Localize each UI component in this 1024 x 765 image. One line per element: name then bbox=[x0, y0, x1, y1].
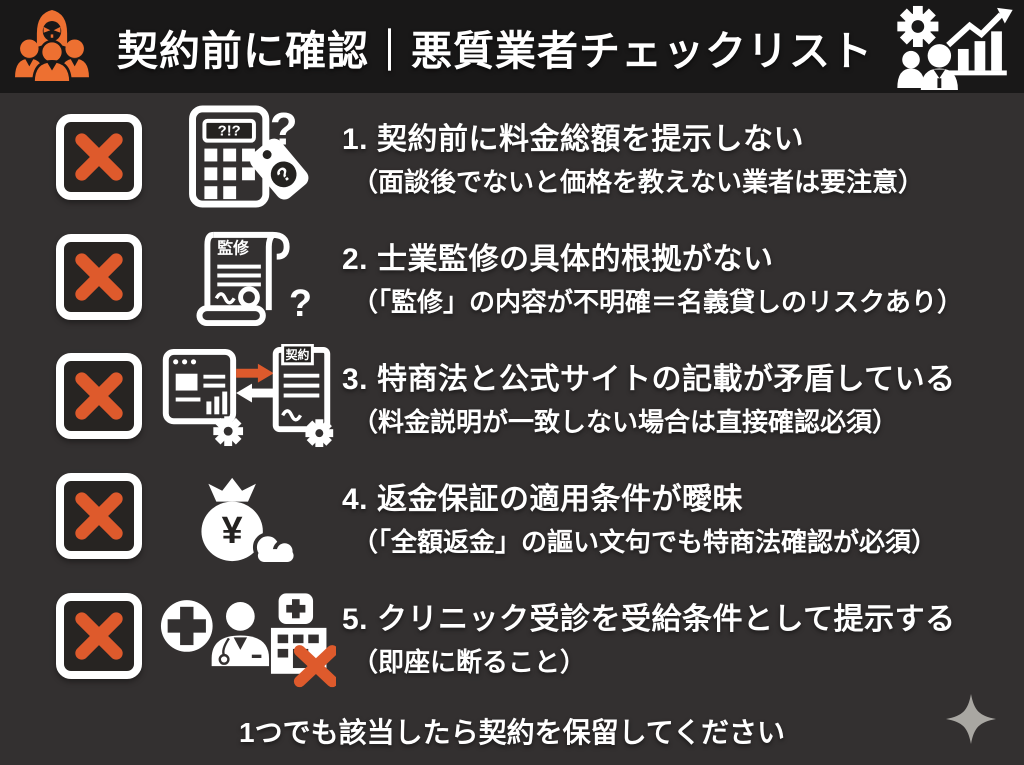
footer-message: 1つでも該当したら契約を保留してください bbox=[239, 717, 785, 748]
item-text: 5.クリニック受診を受給条件として提示する （即座に断ること） bbox=[342, 594, 956, 679]
item-note: （「監修」の内容が不明確＝名義貸しのリスクあり） bbox=[352, 287, 964, 318]
supervision-scroll-icon: 監修 ? bbox=[160, 225, 336, 329]
item-number: 1. bbox=[342, 123, 369, 157]
money-bag-cloud-icon: ¥ bbox=[160, 464, 336, 568]
x-checkbox-icon bbox=[56, 353, 142, 440]
header-right-icons bbox=[886, 4, 1024, 90]
checklist-item: 契約 bbox=[0, 344, 1024, 448]
sparkle-icon bbox=[946, 694, 996, 749]
footer: 1つでも該当したら契約を保留してください bbox=[0, 694, 1024, 765]
item-title: 士業監修の具体的根拠がない bbox=[377, 243, 774, 277]
item-text: 3.特商法と公式サイトの記載が矛盾している （料金説明が一致しない場合は直接確認… bbox=[342, 354, 956, 439]
checklist: ?!? ? ? 1.契約前に料金総額を提示しない （面談後でないと価格を教えない… bbox=[0, 93, 1024, 700]
gear-icon bbox=[213, 416, 244, 447]
scam-group-icon bbox=[0, 6, 104, 88]
item-number: 5. bbox=[342, 602, 369, 636]
medical-cross-icon bbox=[160, 600, 213, 652]
header: 契約前に確認｜悪質業者チェックリスト bbox=[0, 0, 1024, 93]
item-title: 特商法と公式サイトの記載が矛盾している bbox=[377, 362, 956, 396]
item-number: 3. bbox=[342, 362, 369, 396]
checklist-item: 監修 ? 2.士業監修の具体的根拠がない （「監修」の内容が不明確＝名義貸しのリ… bbox=[0, 225, 1024, 329]
item-number: 2. bbox=[342, 243, 369, 277]
item-note: （「全額返金」の謳い文句でも特商法確認が必須） bbox=[352, 526, 938, 557]
yen-symbol: ¥ bbox=[222, 510, 243, 552]
item-title: 契約前に料金総額を提示しない bbox=[377, 123, 805, 157]
item-note: （面談後でないと価格を教えない業者は要注意） bbox=[352, 167, 925, 198]
item-note: （即座に断ること） bbox=[352, 646, 587, 677]
item-text: 2.士業監修の具体的根拠がない （「監修」の内容が不明確＝名義貸しのリスクあり） bbox=[342, 234, 963, 319]
website-contract-mismatch-icon: 契約 bbox=[160, 344, 336, 448]
item-title: クリニック受診を受給条件として提示する bbox=[377, 602, 956, 636]
checklist-item: ¥ 4.返金保証の適用条件が曖昧 （「全額返金」の謳い文句でも特商法確認が必須） bbox=[0, 464, 1024, 568]
item-number: 4. bbox=[342, 482, 369, 516]
clinic-refusal-icon bbox=[160, 584, 336, 688]
x-checkbox-icon bbox=[56, 233, 142, 320]
doctor-icon bbox=[211, 602, 270, 667]
business-people-icon bbox=[897, 43, 958, 90]
gear-icon bbox=[897, 5, 939, 47]
item-text: 4.返金保証の適用条件が曖昧 （「全額返金」の謳い文句でも特商法確認が必須） bbox=[342, 474, 937, 559]
item-title: 返金保証の適用条件が曖昧 bbox=[377, 482, 744, 516]
question-mark-glyph: ? bbox=[289, 282, 312, 324]
checklist-item: ?!? ? ? 1.契約前に料金総額を提示しない （面談後でないと価格を教えない… bbox=[0, 105, 1024, 209]
growth-chart-icon bbox=[946, 7, 1013, 75]
scroll-label: 監修 bbox=[217, 238, 249, 257]
checklist-item: 5.クリニック受診を受給条件として提示する （即座に断ること） bbox=[0, 584, 1024, 688]
x-checkbox-icon bbox=[56, 113, 142, 200]
item-text: 1.契約前に料金総額を提示しない （面談後でないと価格を教えない業者は要注意） bbox=[342, 114, 924, 199]
calculator-display-text: ?!? bbox=[218, 124, 241, 140]
page-title: 契約前に確認｜悪質業者チェックリスト bbox=[117, 27, 873, 74]
refusal-x-icon bbox=[293, 645, 336, 688]
calculator-price-question-icon: ?!? ? ? bbox=[160, 105, 336, 209]
x-checkbox-icon bbox=[56, 473, 142, 560]
contract-label: 契約 bbox=[285, 348, 310, 362]
x-checkbox-icon bbox=[56, 593, 142, 680]
gear-icon bbox=[305, 419, 334, 448]
exchange-arrows bbox=[236, 364, 274, 403]
item-note: （料金説明が一致しない場合は直接確認必須） bbox=[352, 406, 899, 437]
